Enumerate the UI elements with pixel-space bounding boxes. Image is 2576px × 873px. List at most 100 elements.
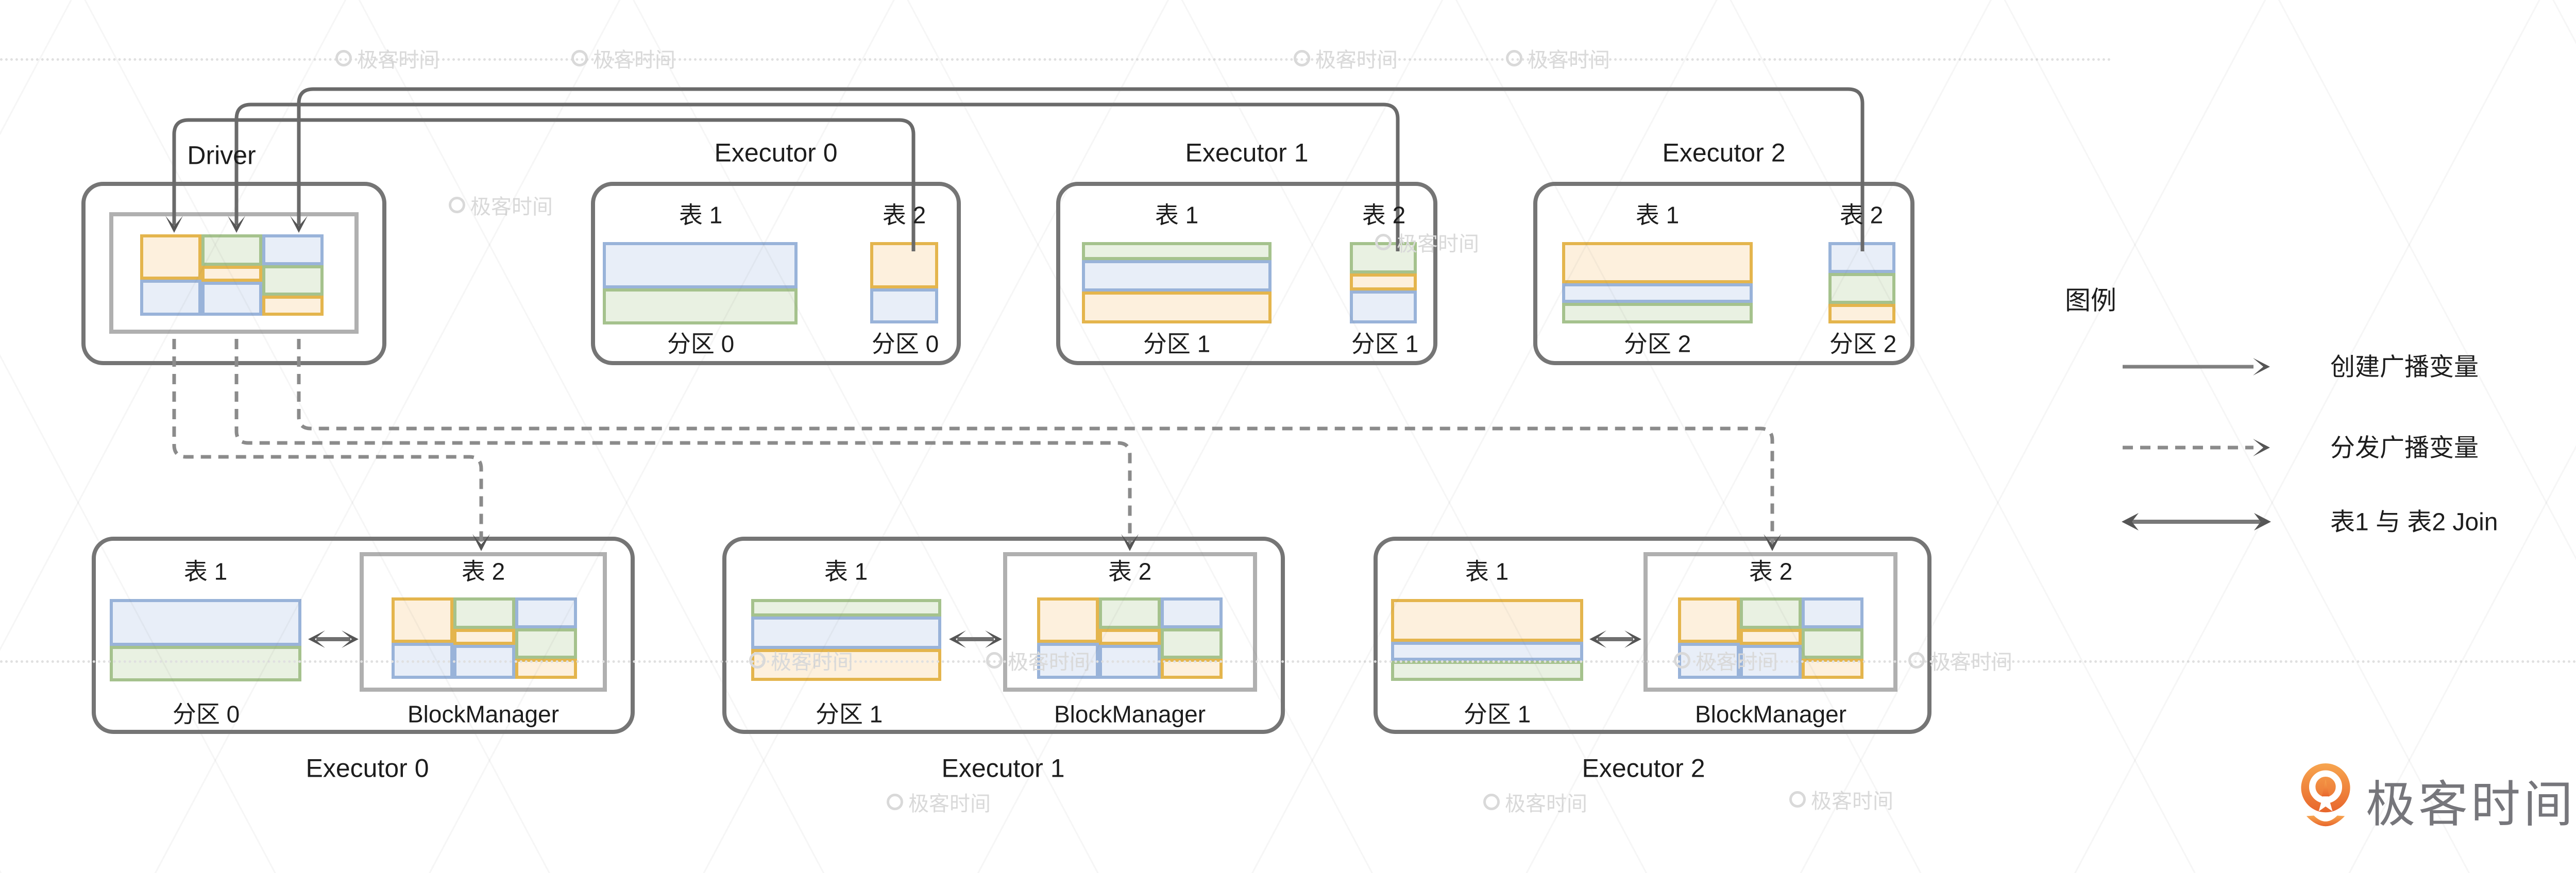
table2-label: 表 2	[1839, 201, 1884, 229]
block-orange	[1037, 597, 1099, 643]
top-executor0-table2-stack	[870, 242, 938, 323]
table1-label: 表 1	[679, 201, 723, 229]
blockmanager-label: BlockManager	[407, 700, 560, 728]
block-orange	[1350, 273, 1417, 290]
bottom-executor1-title: Executor 1	[941, 754, 1065, 783]
arrow-left-icon	[2122, 513, 2139, 530]
block-orange	[392, 597, 453, 643]
create-broadcast-lines	[172, 87, 1865, 251]
block-green	[201, 234, 263, 266]
create-line-executor1	[234, 102, 1400, 251]
arrow-down-icon	[228, 216, 245, 233]
block-orange	[1678, 597, 1740, 643]
top-executor1-title: Executor 1	[1185, 138, 1309, 167]
arrow-down-icon	[472, 534, 490, 551]
partition-label: 分区 1	[1143, 330, 1211, 357]
block-orange	[1828, 304, 1895, 323]
bottom-executor2-title: Executor 2	[1582, 754, 1705, 783]
partition-label: 分区 1	[1351, 330, 1419, 357]
block-orange	[201, 265, 263, 282]
create-line-executor2	[297, 87, 1865, 251]
arrow-left-icon	[308, 630, 325, 648]
block-green	[1740, 597, 1802, 629]
block-blue	[1802, 597, 1863, 628]
top-executor2-table1-stack	[1562, 242, 1753, 323]
blockmanager-label: BlockManager	[1054, 700, 1206, 728]
block-blue	[140, 280, 201, 316]
distribute-line-executor1	[234, 339, 1132, 544]
block-orange	[262, 296, 324, 316]
block-blue	[603, 242, 798, 288]
distribute-line-executor0	[172, 339, 483, 544]
table1-label: 表 1	[1635, 201, 1680, 229]
block-blue	[1161, 597, 1223, 628]
arrow-down-icon	[290, 216, 308, 233]
bottom-executor0-title: Executor 0	[306, 754, 429, 783]
arrow-right-icon	[1624, 630, 1641, 648]
block-blue	[515, 597, 577, 628]
bottom-executor1-table1-stack	[751, 599, 941, 681]
arrow-right-icon	[2253, 439, 2270, 456]
block-green	[751, 599, 941, 617]
mosaic-col-partition2	[262, 234, 324, 316]
block-green	[1350, 242, 1417, 273]
partition-label: 分区 0	[667, 330, 735, 357]
table1-label: 表 1	[824, 558, 868, 585]
block-blue	[751, 617, 941, 649]
top-executor1-table2-stack	[1350, 242, 1417, 323]
legend-item-create: 创建广播变量	[2330, 353, 2479, 381]
block-green	[1082, 242, 1272, 261]
arrow-right-icon	[2254, 513, 2271, 530]
table2-label: 表 2	[1362, 201, 1406, 229]
block-green	[515, 628, 577, 659]
legend-item-join: 表1 与 表2 Join	[2330, 508, 2498, 536]
geektime-logo-icon	[2301, 763, 2350, 827]
block-green	[1161, 628, 1223, 659]
driver-table2-mosaic	[140, 234, 324, 316]
table1-label: 表 1	[1155, 201, 1199, 229]
block-blue	[1562, 283, 1753, 303]
table2-label: 表 2	[1749, 558, 1793, 585]
block-orange	[1740, 628, 1802, 645]
top-executor1-table1-stack	[1082, 242, 1272, 323]
block-orange	[1562, 242, 1753, 284]
block-orange	[1099, 628, 1161, 645]
block-green	[1828, 272, 1895, 304]
block-green	[262, 265, 324, 296]
legend-title: 图例	[2065, 286, 2116, 315]
top-executor0-title: Executor 0	[714, 138, 838, 167]
driver-title: Driver	[187, 141, 256, 170]
legend-samples	[2122, 358, 2271, 530]
block-green	[453, 597, 515, 629]
table1-label: 表 1	[183, 558, 228, 585]
block-orange	[751, 648, 941, 681]
table2-label: 表 2	[461, 558, 505, 585]
create-line-executor0	[172, 118, 916, 251]
partition-label: 分区 0	[172, 700, 240, 728]
block-orange	[140, 234, 201, 280]
table1-label: 表 1	[1465, 558, 1509, 585]
mosaic-col-partition1	[201, 234, 263, 316]
arrow-right-icon	[342, 630, 359, 648]
table2-label: 表 2	[882, 201, 926, 229]
block-orange	[1391, 599, 1583, 642]
arrow-down-icon	[1121, 534, 1139, 551]
block-orange	[870, 242, 938, 288]
block-green	[1802, 628, 1863, 659]
block-blue	[262, 234, 324, 265]
table2-label: 表 2	[1108, 558, 1152, 585]
arrow-left-icon	[1589, 630, 1606, 648]
distribute-broadcast-lines	[172, 339, 1774, 544]
partition-label: 分区 0	[871, 330, 939, 357]
arrow-right-icon	[2253, 358, 2270, 375]
blockmanager-label: BlockManager	[1694, 700, 1847, 728]
top-executor2-title: Executor 2	[1662, 138, 1786, 167]
block-orange	[453, 628, 515, 645]
block-green	[110, 645, 301, 681]
bottom-executor2-table1-stack	[1391, 599, 1583, 681]
brand-name: 极客时间	[2366, 777, 2576, 832]
